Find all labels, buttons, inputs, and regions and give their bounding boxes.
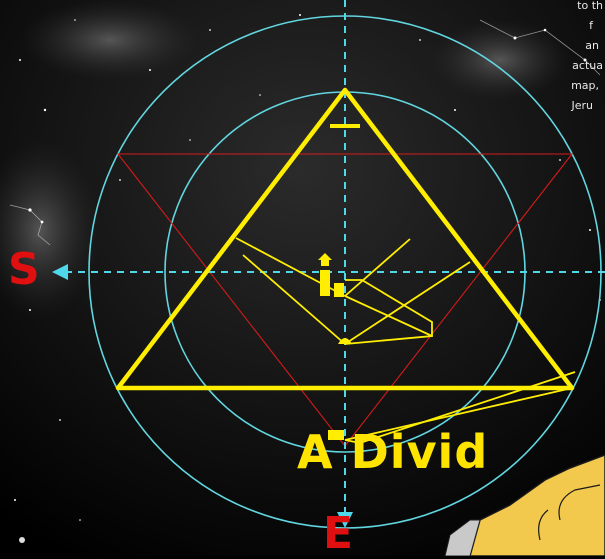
caption-line-6: Jeru [485, 96, 605, 116]
caption-line-5: map, [485, 76, 605, 96]
caption-line-3: an [485, 36, 605, 56]
banner-title: A Divid [297, 425, 488, 479]
queens-chamber-block [334, 283, 344, 297]
south-label: S [8, 244, 40, 295]
nebula-glow-top [20, 0, 200, 80]
kings-chamber-block [320, 270, 330, 296]
caption-line-4: actua [485, 56, 605, 76]
caption-fragment: to th f an actua map, Jeru [485, 0, 605, 116]
east-label: E [323, 508, 353, 559]
caption-line-2: f [485, 16, 605, 36]
caption-line-1: to th [485, 0, 605, 16]
